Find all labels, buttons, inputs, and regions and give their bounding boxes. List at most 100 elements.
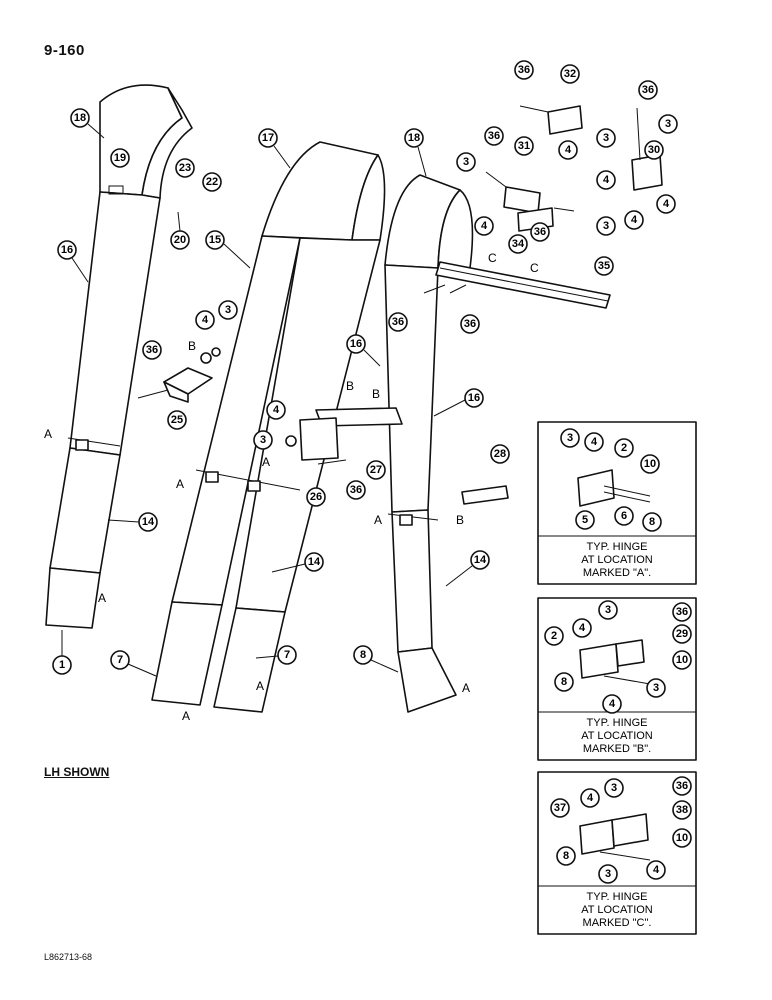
svg-text:2: 2	[551, 630, 557, 642]
svg-text:3: 3	[605, 868, 611, 880]
svg-text:36: 36	[464, 318, 476, 330]
callout-17-left: 16	[57, 240, 77, 260]
svg-text:AT LOCATION: AT LOCATION	[581, 904, 653, 916]
callout-36-mid: 36	[484, 126, 504, 146]
svg-text:20: 20	[174, 234, 186, 246]
svg-text:3: 3	[225, 304, 231, 316]
svg-text:36: 36	[350, 484, 362, 496]
callout-3-e: 3	[218, 300, 238, 320]
svg-text:TYP. HINGE: TYP. HINGE	[587, 891, 648, 903]
bracket-26-27	[285, 407, 403, 465]
callout-18: 17	[258, 128, 278, 148]
svg-text:36: 36	[392, 316, 404, 328]
letter-b-25: B	[188, 339, 196, 353]
letter-c-left: C	[488, 251, 497, 265]
callout-15-right: 14	[470, 550, 490, 570]
letter-a-center-2: A	[262, 455, 270, 469]
svg-text:4: 4	[273, 404, 280, 416]
svg-text:4: 4	[587, 792, 594, 804]
svg-text:36: 36	[642, 84, 654, 96]
callout-15-left: 14	[138, 512, 158, 532]
svg-text:36: 36	[146, 344, 158, 356]
callout-7-left: 7	[110, 650, 130, 670]
callout-4-g: 4	[266, 400, 286, 420]
svg-text:14: 14	[142, 516, 155, 528]
svg-text:3: 3	[567, 432, 573, 444]
inset-hinge-a: 3 4 2 10 5 6 8 TYP. HINGE AT LOCATION MA…	[537, 421, 697, 585]
callout-4-f: 4	[195, 310, 215, 330]
center-column-assembly	[151, 141, 386, 713]
svg-text:15: 15	[209, 234, 221, 246]
letter-a-right: A	[374, 513, 382, 527]
callout-3-d: 3	[596, 216, 616, 236]
svg-text:3: 3	[603, 220, 609, 232]
callout-36-b: 36	[530, 222, 550, 242]
hinge-a-center-left	[205, 471, 219, 483]
callout-28: 28	[490, 444, 510, 464]
svg-text:10: 10	[644, 458, 656, 470]
svg-text:4: 4	[591, 436, 598, 448]
svg-text:34: 34	[512, 238, 525, 250]
svg-text:TYP. HINGE: TYP. HINGE	[587, 541, 648, 553]
bracket-35	[631, 154, 663, 191]
svg-text:3: 3	[665, 118, 671, 130]
svg-text:AT LOCATION: AT LOCATION	[581, 730, 653, 742]
svg-text:36: 36	[518, 64, 530, 76]
right-column-upper-shield	[384, 264, 439, 513]
svg-text:MARKED "A".: MARKED "A".	[583, 567, 651, 579]
svg-text:5: 5	[582, 514, 588, 526]
svg-text:4: 4	[653, 864, 660, 876]
svg-text:TYP. HINGE: TYP. HINGE	[587, 717, 648, 729]
svg-text:25: 25	[171, 414, 183, 426]
svg-text:16: 16	[468, 392, 480, 404]
svg-text:18: 18	[74, 112, 86, 124]
callout-3-a: 3	[596, 128, 616, 148]
callout-4-e: 4	[624, 210, 644, 230]
svg-text:4: 4	[579, 622, 586, 634]
svg-text:22: 22	[206, 176, 218, 188]
callout-23: 22	[202, 172, 222, 192]
svg-text:28: 28	[494, 448, 506, 460]
svg-text:3: 3	[603, 132, 609, 144]
svg-text:36: 36	[488, 130, 500, 142]
left-column-upper-shield	[69, 191, 161, 456]
svg-text:38: 38	[676, 804, 688, 816]
svg-text:MARKED "B".: MARKED "B".	[583, 743, 651, 755]
svg-text:31: 31	[518, 140, 530, 152]
hinge-a-right	[399, 514, 413, 526]
svg-text:8: 8	[561, 676, 567, 688]
svg-text:4: 4	[202, 314, 209, 326]
right-column-assembly	[384, 174, 474, 713]
svg-text:3: 3	[260, 434, 266, 446]
letter-b-27-left: B	[346, 379, 354, 393]
callout-36-e: 36	[142, 340, 162, 360]
callout-36-c: 36	[388, 312, 408, 332]
svg-text:7: 7	[284, 649, 290, 661]
page-number: 9-160	[44, 42, 85, 59]
callout-36-top-right: 36	[638, 80, 658, 100]
callout-32: 34	[508, 234, 528, 254]
left-column-assembly	[45, 84, 193, 629]
svg-text:2: 2	[621, 442, 627, 454]
left-column-foot	[45, 567, 101, 629]
callout-26: 26	[306, 487, 326, 507]
callout-27: 27	[366, 460, 386, 480]
callout-4-b: 4	[596, 170, 616, 190]
callout-36-d: 36	[460, 314, 480, 334]
letter-a-center-1: A	[176, 477, 184, 491]
svg-text:3: 3	[611, 782, 617, 794]
svg-text:27: 27	[370, 464, 382, 476]
svg-text:32: 32	[564, 68, 576, 80]
bracket-25	[137, 347, 221, 403]
svg-text:26: 26	[310, 491, 322, 503]
svg-text:6: 6	[621, 510, 627, 522]
svg-text:35: 35	[598, 260, 610, 272]
svg-text:8: 8	[563, 850, 569, 862]
callout-4-a: 4	[558, 140, 578, 160]
letter-b-28: B	[456, 513, 464, 527]
bracket-28	[461, 485, 509, 505]
letter-a-foot-center: A	[182, 709, 190, 723]
svg-text:4: 4	[663, 198, 670, 210]
svg-text:1: 1	[59, 659, 65, 671]
